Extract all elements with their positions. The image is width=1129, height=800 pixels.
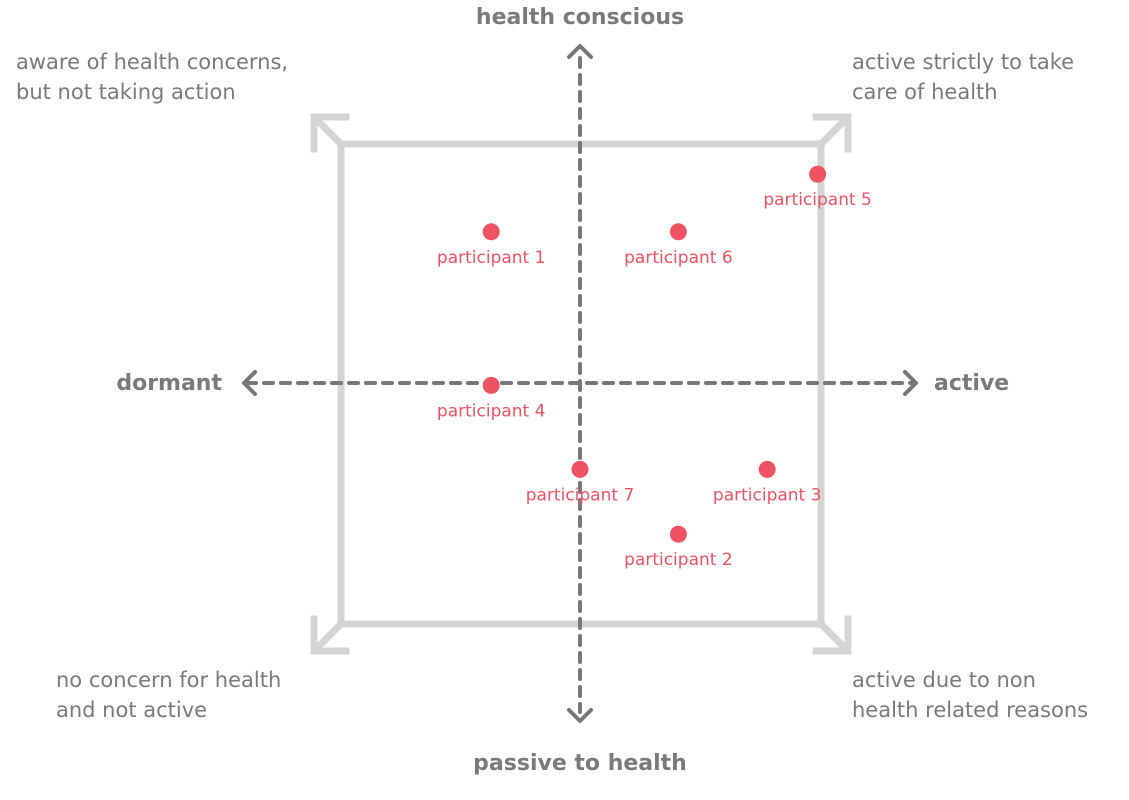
- participant-label-2: participant 2: [624, 550, 733, 570]
- frame-arrow-top-left-head: [310, 113, 350, 153]
- frame-arrow-bottom-right: [816, 619, 850, 653]
- quadrant-label-bottom-left-line-2: and not active: [56, 698, 207, 722]
- participant-label-3: participant 3: [713, 485, 822, 505]
- quadrant-label-top-left-line-2: but not taking action: [16, 80, 236, 104]
- frame-arrow-top-right-head: [812, 113, 852, 153]
- frame-arrow-bottom-left: [312, 619, 346, 653]
- axis-title-top: health conscious: [476, 5, 684, 30]
- axes: [242, 44, 918, 723]
- participant-point-3: [758, 460, 776, 478]
- axis-title-right: active: [934, 371, 1009, 396]
- frame-arrow-bottom-right-head: [812, 615, 852, 655]
- axis-arrow-left: [242, 370, 257, 396]
- participant-label-7: participant 7: [526, 485, 635, 505]
- quadrant-label-bottom-right-line-2: health related reasons: [852, 698, 1088, 722]
- axis-arrow-right: [903, 370, 918, 396]
- frame-arrow-bottom-left-head: [310, 615, 350, 655]
- quadrant-label-bottom-left: no concern for health and not active: [56, 668, 288, 722]
- participant-points: participant 1 participant 2 participant 3 p…: [437, 165, 872, 570]
- participant-point-4: [482, 376, 500, 394]
- quadrant-label-top-right: active strictly to take care of health: [852, 50, 1081, 104]
- frame-arrow-top-right: [816, 115, 850, 149]
- quadrant-label-top-right-line-1: active strictly to take: [852, 50, 1074, 74]
- axis-arrow-up: [567, 44, 593, 59]
- participant-label-4: participant 4: [437, 401, 546, 421]
- participant-point-5: [809, 165, 827, 183]
- quadrant-label-bottom-right-line-1: active due to non: [852, 668, 1036, 692]
- axis-arrow-down: [567, 708, 593, 723]
- quadrant-label-top-right-line-2: care of health: [852, 80, 998, 104]
- participant-point-1: [482, 223, 500, 241]
- quadrant-label-bottom-right: active due to non health related reasons: [852, 668, 1088, 722]
- participant-point-6: [669, 223, 687, 241]
- quadrant-label-bottom-left-line-1: no concern for health: [56, 668, 281, 692]
- participant-label-1: participant 1: [437, 248, 546, 268]
- quadrant-label-top-left: aware of health concerns, but not taking…: [16, 50, 295, 104]
- participant-label-5: participant 5: [763, 190, 872, 210]
- participant-point-2: [669, 525, 687, 543]
- participant-point-7: [571, 460, 589, 478]
- participant-label-6: participant 6: [624, 248, 733, 268]
- frame-arrow-top-left: [312, 115, 346, 149]
- quadrant-label-top-left-line-1: aware of health concerns,: [16, 50, 288, 74]
- axis-title-bottom: passive to health: [473, 751, 687, 776]
- axis-title-left: dormant: [116, 371, 222, 396]
